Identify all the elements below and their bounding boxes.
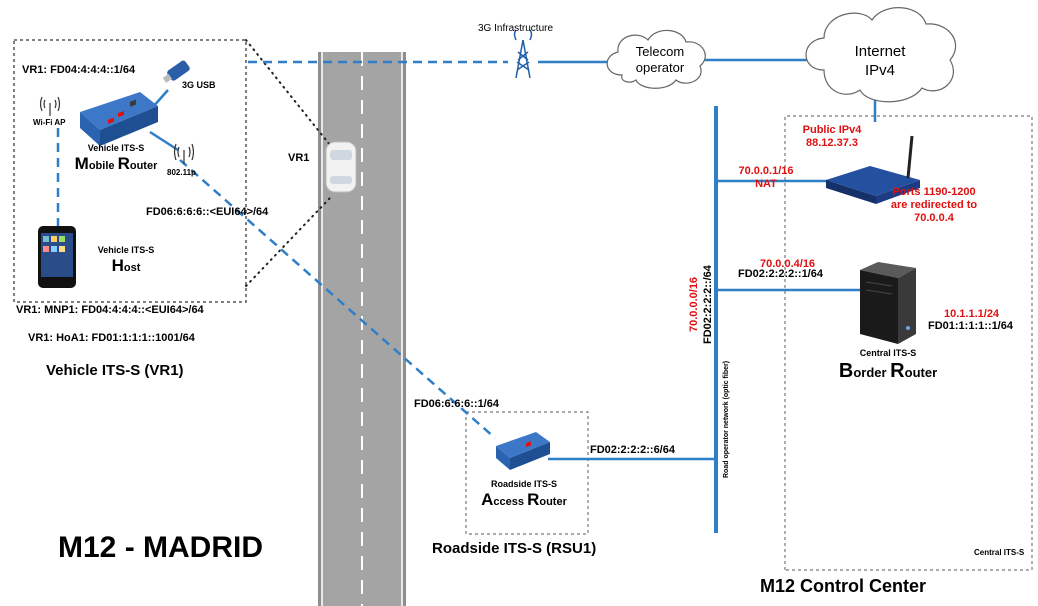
mnp-address: VR1: MNP1: FD04:4:4:4::<EUI64>/64 bbox=[16, 304, 204, 316]
access-router-caption-line: Roadside ITS-S bbox=[490, 479, 557, 489]
border-router-caption-line: Central ITS-S bbox=[859, 348, 917, 358]
internet-line2: IPv4 bbox=[864, 62, 895, 79]
role-ar-rest: outer bbox=[539, 496, 567, 508]
wifi-label: Wi-Fi AP bbox=[33, 118, 66, 127]
vr1-address: VR1: FD04:4:4:4::1/64 bbox=[22, 64, 136, 76]
telecom-line2: operator bbox=[635, 60, 685, 75]
central-box bbox=[784, 115, 1033, 571]
telecom-label: Telecom operator bbox=[636, 44, 684, 76]
p80211-label: 802.11p bbox=[167, 168, 196, 177]
border-router-caption: Central ITS-S Border Router bbox=[839, 348, 937, 383]
role-a-rest: ccess bbox=[493, 496, 528, 508]
roadside-ingress-address: FD06:6:6:6::1/64 bbox=[414, 398, 499, 410]
role-m: M bbox=[74, 154, 89, 173]
access-router-role: Access Router bbox=[481, 490, 567, 510]
ports-line3: 70.0.0.4 bbox=[914, 212, 954, 224]
mobile-router-icon bbox=[80, 92, 158, 146]
control-center-title: M12 Control Center bbox=[760, 576, 927, 596]
role-h: H bbox=[111, 256, 124, 275]
nat-lan-address: 70.0.0.1/16 bbox=[738, 165, 794, 177]
backbone-v6: FD02:2:2:2::/64 bbox=[702, 265, 714, 344]
nat-router-icon bbox=[826, 135, 920, 204]
role-b: B bbox=[838, 360, 854, 382]
road bbox=[318, 52, 406, 606]
roadside-box bbox=[465, 411, 589, 535]
telecom-line1: Telecom bbox=[635, 44, 685, 59]
antenna-80211p-icon bbox=[173, 143, 195, 164]
vehicle-title: Vehicle ITS-S (VR1) bbox=[46, 362, 184, 379]
infrastructure-3g-label: 3G Infrastructure bbox=[478, 23, 554, 34]
role-b-rest: order bbox=[853, 365, 891, 380]
role-m-rest: obile bbox=[88, 160, 118, 172]
mobile-router-caption: Vehicle ITS-S Mobile Router bbox=[75, 143, 158, 174]
border-router-role: Border Router bbox=[839, 360, 937, 383]
host-role: Host bbox=[98, 256, 155, 276]
public-ipv4-label: Public IPv4 bbox=[802, 124, 862, 136]
host-caption-line: Vehicle ITS-S bbox=[97, 245, 155, 255]
public-ipv4: Public IPv4 88.12.37.3 bbox=[803, 124, 862, 150]
ports-line1: Ports 1190-1200 bbox=[892, 186, 976, 198]
roadside-title: Roadside ITS-S (RSU1) bbox=[432, 540, 597, 557]
role-r-rest: outer bbox=[129, 160, 158, 172]
central-box-label: Central ITS-S bbox=[974, 548, 1025, 557]
ports-redirect: Ports 1190-1200 are redirected to 70.0.0… bbox=[891, 186, 977, 225]
usb-dongle-icon bbox=[162, 60, 190, 83]
nat-lan: 70.0.0.1/16 NAT bbox=[738, 165, 793, 191]
usb-label: 3G USB bbox=[182, 80, 216, 90]
location-title: M12 - MADRID bbox=[58, 531, 264, 564]
zoom-lines bbox=[245, 39, 331, 287]
vehicle-egress-address: FD06:6:6:6::<EUI64>/64 bbox=[146, 206, 269, 218]
wifi-antenna-icon bbox=[39, 96, 61, 116]
ports-line2: are redirected to bbox=[890, 199, 978, 211]
role-ar: R bbox=[527, 490, 540, 509]
roadside-egress-address: FD02:2:2:2::6/64 bbox=[590, 444, 675, 456]
mobile-router-role: Mobile Router bbox=[75, 154, 158, 174]
border-v4: 70.0.0.4/16 bbox=[760, 258, 816, 270]
public-ipv4-address: 88.12.37.3 bbox=[805, 137, 858, 149]
vr1-road-label: VR1 bbox=[288, 152, 310, 164]
vehicle-box bbox=[13, 39, 247, 303]
internet-line1: Internet bbox=[854, 43, 906, 60]
nat-label: NAT bbox=[755, 178, 777, 190]
border-v6: FD02:2:2:2::1/64 bbox=[738, 268, 823, 280]
smartphone-icon bbox=[38, 226, 76, 288]
role-br-rest: outer bbox=[904, 365, 938, 380]
mobile-router-caption-line: Vehicle ITS-S bbox=[87, 143, 145, 153]
role-r: R bbox=[117, 154, 130, 173]
border-right-v6: FD01:1:1:1::1/64 bbox=[928, 320, 1013, 332]
role-a: A bbox=[481, 490, 494, 509]
host-caption: Vehicle ITS-S Host bbox=[98, 245, 155, 276]
telecom-cloud bbox=[606, 29, 706, 89]
access-router-caption: Roadside ITS-S Access Router bbox=[481, 479, 567, 510]
3g-tower-icon bbox=[513, 29, 533, 79]
role-br: R bbox=[890, 360, 905, 382]
car-icon bbox=[325, 141, 357, 193]
backbone-v4: 70.0.0.0/16 bbox=[688, 276, 700, 332]
internet-label: Internet IPv4 bbox=[855, 42, 906, 80]
role-h-rest: ost bbox=[123, 262, 141, 274]
internet-cloud bbox=[805, 7, 956, 103]
links bbox=[56, 58, 877, 533]
border-right-v4: 10.1.1.1/24 bbox=[944, 308, 1000, 320]
hoa-address: VR1: HoA1: FD01:1:1:1::1001/64 bbox=[28, 332, 195, 344]
backbone-network-label: Road operator network (optic fiber) bbox=[723, 360, 730, 478]
access-router-icon bbox=[496, 432, 550, 470]
server-tower-icon bbox=[860, 262, 916, 344]
